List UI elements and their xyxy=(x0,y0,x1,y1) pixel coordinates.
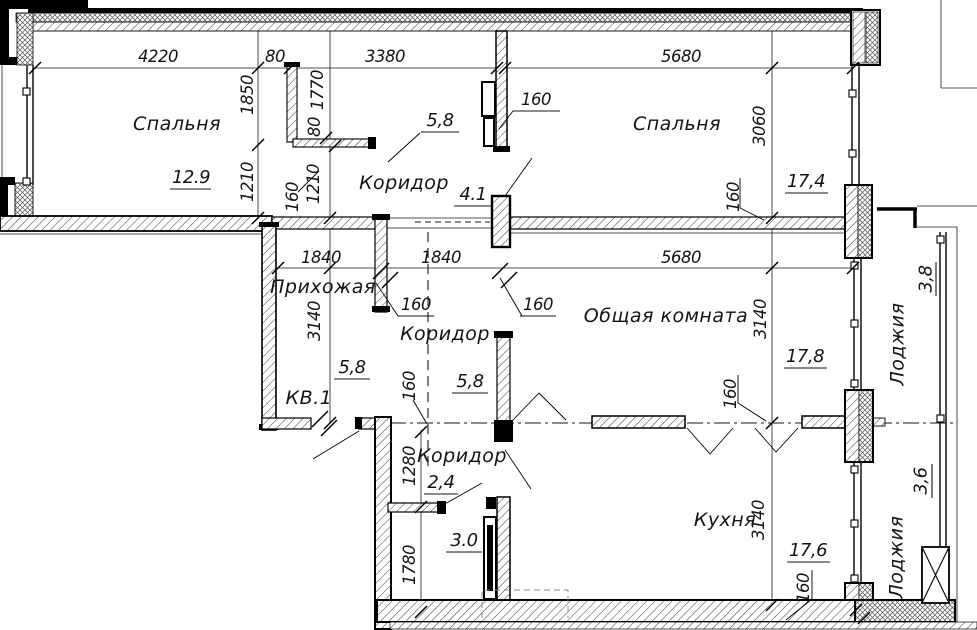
dim-3140-hall: 3140 xyxy=(305,301,324,341)
dim-160-door-top: 160 xyxy=(521,90,551,109)
dim-1840-right: 1840 xyxy=(421,248,461,267)
loggia-window-x-icon xyxy=(921,546,950,604)
dim-160-bedroom-right: 160 xyxy=(724,182,743,212)
exterior-walls-group xyxy=(0,0,881,218)
dim-3140-kitchen: 3140 xyxy=(749,500,768,540)
dimension-ticks-group xyxy=(28,61,871,625)
room-label-corridor-low: Коридор xyxy=(417,445,507,467)
area-loggia-top: 3,8 xyxy=(915,265,936,292)
area-underlines-group xyxy=(170,110,937,563)
dim-1280: 1280 xyxy=(400,446,419,486)
room-label-loggia-bottom: Лоджия xyxy=(886,516,908,600)
dim-80-side: 80 xyxy=(305,117,324,137)
room-label-bedroom-left: Спальня xyxy=(133,113,221,135)
dim-3140-living: 3140 xyxy=(751,299,770,339)
dim-80-top: 80 xyxy=(265,47,285,66)
area-bedroom-left: 12.9 xyxy=(172,167,210,188)
dim-1210-right: 1210 xyxy=(304,164,323,204)
dim-160-kv1: 160 xyxy=(400,371,419,401)
dim-4220: 4220 xyxy=(138,47,178,66)
interior-walls-group xyxy=(0,30,977,630)
area-hallway: 5,8 xyxy=(338,357,365,378)
dim-1850: 1850 xyxy=(238,75,257,115)
area-loggia-bottom: 3,6 xyxy=(910,467,931,494)
area-bathroom: 3.0 xyxy=(450,530,477,551)
dim-3060: 3060 xyxy=(750,106,769,146)
leader-lines-group xyxy=(297,110,813,621)
unit-label-kv1: КВ.1 xyxy=(286,387,333,409)
dim-160-living: 160 xyxy=(721,379,740,409)
room-label-kitchen: Кухня xyxy=(694,509,756,531)
appliance-dashed-outline xyxy=(481,589,569,618)
dim-5680-top: 5680 xyxy=(661,47,701,66)
dim-1840-left: 1840 xyxy=(301,248,341,267)
area-kitchen: 17,6 xyxy=(789,540,827,561)
dim-1210-left: 1210 xyxy=(238,162,257,202)
dim-160-hall-door: 160 xyxy=(401,295,431,314)
dim-3380: 3380 xyxy=(365,47,405,66)
area-corridor-low: 2,4 xyxy=(427,472,454,493)
room-label-corridor-mid: Коридор xyxy=(400,323,490,345)
room-label-loggia-top: Лоджия xyxy=(887,303,909,387)
dim-1770: 1770 xyxy=(308,70,327,110)
area-living: 17,8 xyxy=(786,346,824,367)
area-bedroom-right: 17,4 xyxy=(787,171,825,192)
room-label-hallway: Прихожая xyxy=(270,276,376,298)
area-corridor-top2: 4.1 xyxy=(459,184,486,205)
area-corridor-mid: 5,8 xyxy=(456,371,483,392)
room-label-bedroom-right: Спальня xyxy=(633,113,721,135)
dim-5680-mid: 5680 xyxy=(661,248,701,267)
dim-160-bedroom-left: 160 xyxy=(283,182,302,212)
dim-1780: 1780 xyxy=(400,545,419,585)
area-corridor-top: 5,8 xyxy=(426,110,453,131)
dim-160-corr-door: 160 xyxy=(523,295,553,314)
dim-160-kitchen: 160 xyxy=(794,573,813,603)
room-label-living: Общая комната xyxy=(584,305,748,327)
room-label-corridor-top: Коридор xyxy=(359,172,449,194)
